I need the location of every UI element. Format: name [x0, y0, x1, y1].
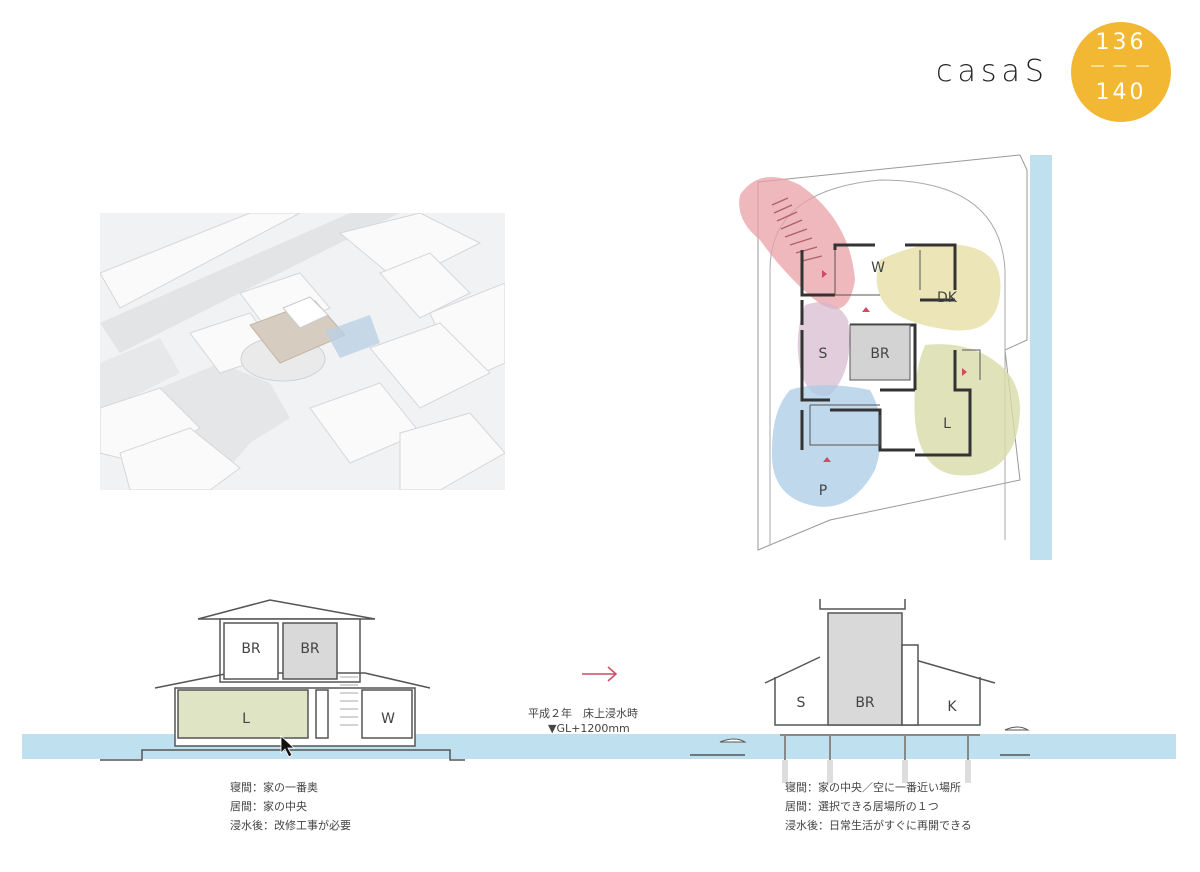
aerial-rendering: [100, 213, 505, 490]
section-before-label-br1: BR: [241, 641, 261, 657]
plan-label-dk: DK: [937, 290, 958, 306]
section-after-label-br: BR: [855, 695, 875, 711]
zone-yellow: [876, 244, 1001, 331]
right-arrow-icon: [582, 666, 618, 682]
flood-note: 平成２年 床上浸水時 ▼GL+1200mm: [528, 706, 638, 736]
notes-after: 寝間：家の中央／空に一番近い場所 居間：選択できる居場所の１つ 浸水後：日常生活…: [785, 778, 972, 835]
badge-end-number: 140: [1095, 80, 1147, 105]
section-before: BR BR L W: [100, 599, 465, 761]
zone-green: [914, 344, 1020, 476]
flood-note-line1: 平成２年 床上浸水時: [528, 707, 638, 720]
section-before-label-br2: BR: [300, 641, 320, 657]
section-after-label-k: K: [947, 699, 957, 715]
section-before-label-w: W: [381, 711, 395, 727]
note-after-living: 居間：選択できる居場所の１つ: [785, 800, 939, 813]
plan-label-br: BR: [870, 346, 890, 362]
page-number-badge: 136 — — — 140: [1071, 22, 1171, 122]
river: [1030, 155, 1052, 560]
zone-purple: [797, 302, 850, 396]
badge-start-number: 136: [1095, 30, 1147, 55]
note-after-after-flood: 浸水後：日常生活がすぐに再開できる: [785, 819, 972, 832]
floor-plan: W DK S BR L P: [739, 154, 1052, 560]
section-after: S BR K: [690, 599, 1030, 783]
mouse-cursor-icon: [280, 735, 296, 758]
plan-label-s: S: [819, 346, 828, 362]
note-before-living: 居間：家の中央: [230, 800, 307, 813]
badge-divider: — — —: [1090, 58, 1152, 74]
flood-level: ▼GL+1200mm: [548, 722, 630, 735]
notes-before: 寝間：家の一番奥 居間：家の中央 浸水後：改修工事が必要: [230, 778, 351, 835]
note-before-bedroom: 寝間：家の一番奥: [230, 781, 318, 794]
plan-label-w: W: [871, 260, 885, 276]
note-before-after-flood: 浸水後：改修工事が必要: [230, 819, 351, 832]
zone-blue: [771, 385, 882, 507]
plan-label-p: P: [819, 483, 827, 499]
section-after-label-s: S: [797, 695, 806, 711]
section-before-label-l: L: [242, 711, 250, 727]
note-after-bedroom: 寝間：家の中央／空に一番近い場所: [785, 781, 961, 794]
plan-label-l: L: [943, 416, 951, 432]
page-title: casaS: [936, 54, 1049, 89]
